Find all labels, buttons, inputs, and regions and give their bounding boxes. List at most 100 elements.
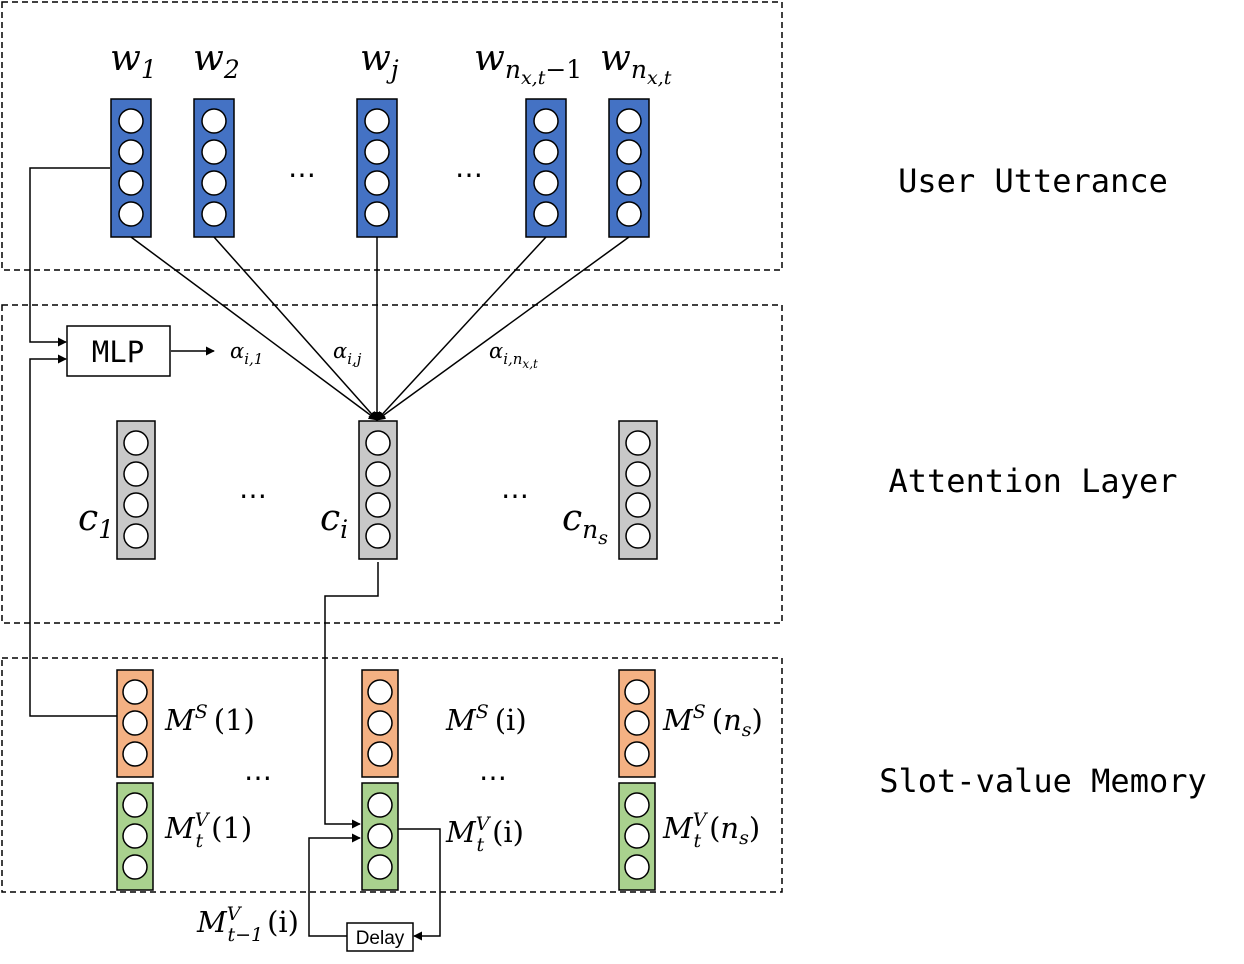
slot-value-vector-i-unit bbox=[367, 792, 393, 818]
word-vector-w1-unit bbox=[118, 108, 144, 134]
delay-box bbox=[346, 922, 414, 952]
word-vector-w1 bbox=[110, 98, 152, 238]
word-vector-w2-unit bbox=[201, 139, 227, 165]
word-vector-wj-unit bbox=[364, 201, 390, 227]
slot-key-to-mlp-edge bbox=[29, 354, 117, 717]
slot-key-label-ns: MS(ns) bbox=[662, 701, 763, 741]
slot-value-vector-ns-unit bbox=[624, 854, 650, 880]
word-vector-wj bbox=[356, 98, 398, 238]
context-label-c1: c1 bbox=[78, 498, 114, 544]
edge-wn bbox=[376, 236, 630, 421]
context-vector-ci bbox=[358, 420, 398, 560]
ellipsis-contexts-1: ⋯ bbox=[239, 479, 267, 512]
attention-layer-frame bbox=[1, 304, 783, 624]
slot-key-vector-ns bbox=[618, 669, 656, 778]
context-to-value-edge bbox=[324, 562, 379, 829]
slot-key-vector-i bbox=[361, 669, 399, 778]
word-vector-w2-unit bbox=[201, 201, 227, 227]
word-vector-wn bbox=[608, 98, 650, 238]
context-vector-cns-unit bbox=[625, 461, 651, 487]
word-vector-w1-unit bbox=[118, 170, 144, 196]
slot-key-vector-ns-unit bbox=[624, 741, 650, 767]
context-vector-c1-unit bbox=[123, 430, 149, 456]
mlp-box bbox=[66, 325, 171, 377]
context-label-ci: ci bbox=[320, 498, 348, 544]
context-vector-ci-unit bbox=[365, 461, 391, 487]
user-utterance-frame bbox=[1, 1, 783, 271]
word-vector-wn-unit bbox=[616, 170, 642, 196]
w1-to-mlp-edge bbox=[29, 167, 110, 347]
word-vector-w2-unit bbox=[201, 108, 227, 134]
word-vector-w1-unit bbox=[118, 201, 144, 227]
slot-key-vector-i-unit bbox=[367, 710, 393, 736]
edge-w1 bbox=[130, 236, 378, 421]
slot-value-vector-1 bbox=[116, 782, 154, 891]
slot-key-vector-1-unit bbox=[122, 679, 148, 705]
slot-value-vector-i bbox=[361, 782, 399, 891]
slot-key-vector-1-unit bbox=[122, 710, 148, 736]
context-vector-cns-unit bbox=[625, 492, 651, 518]
ellipsis-contexts-2: ⋯ bbox=[501, 479, 529, 512]
slot-key-vector-ns-unit bbox=[624, 710, 650, 736]
context-vector-ci-unit bbox=[365, 430, 391, 456]
ellipsis-words-1: ⋯ bbox=[288, 158, 316, 191]
context-vector-ci-unit bbox=[365, 492, 391, 518]
attention-edges bbox=[130, 236, 630, 421]
ellipsis-memory-1: ⋯ bbox=[244, 761, 272, 794]
slot-key-label-i: MS(i) bbox=[445, 701, 527, 737]
delay-label: Delay bbox=[356, 928, 405, 949]
edge-w2 bbox=[213, 236, 378, 421]
slot-value-vector-ns-unit bbox=[624, 792, 650, 818]
alpha-label-i1: αi,1 bbox=[230, 339, 263, 368]
word-label-w2: w2 bbox=[193, 38, 240, 84]
slot-value-memory-title: Slot-value Memory bbox=[879, 762, 1207, 800]
word-label-wn-minus-1: wnx,t−1 bbox=[474, 38, 582, 89]
slot-value-vector-ns bbox=[618, 782, 656, 891]
context-vector-c1-unit bbox=[123, 461, 149, 487]
word-vector-wj-unit bbox=[364, 108, 390, 134]
word-vector-wn-minus-1-unit bbox=[533, 201, 559, 227]
vector-layer bbox=[110, 98, 658, 891]
alpha-label-ij: αi,j bbox=[333, 339, 362, 368]
slot-value-memory-frame bbox=[1, 657, 783, 893]
slot-value-vector-ns-unit bbox=[624, 823, 650, 849]
slot-key-vector-1 bbox=[116, 669, 154, 778]
slot-key-vector-1-unit bbox=[122, 741, 148, 767]
slot-value-vector-1-unit bbox=[122, 792, 148, 818]
word-vector-wn-minus-1 bbox=[525, 98, 567, 238]
context-vector-cns bbox=[618, 420, 658, 560]
word-vector-wn-minus-1-unit bbox=[533, 108, 559, 134]
word-vector-wn-unit bbox=[616, 201, 642, 227]
word-vector-wj-unit bbox=[364, 170, 390, 196]
value-to-delay-edge bbox=[398, 828, 441, 941]
context-vector-ci-unit bbox=[365, 523, 391, 549]
context-vector-cns-unit bbox=[625, 430, 651, 456]
context-vector-c1 bbox=[116, 420, 156, 560]
context-vector-c1-unit bbox=[123, 492, 149, 518]
slot-key-vector-i-unit bbox=[367, 741, 393, 767]
alpha-label-inxt: αi,nx,t bbox=[489, 339, 538, 371]
word-vector-wn-minus-1-unit bbox=[533, 170, 559, 196]
ellipsis-words-2: ⋯ bbox=[455, 158, 483, 191]
word-vector-wn-minus-1-unit bbox=[533, 139, 559, 165]
context-vector-c1-unit bbox=[123, 523, 149, 549]
user-utterance-title: User Utterance bbox=[898, 162, 1168, 200]
word-vector-wj-unit bbox=[364, 139, 390, 165]
slot-key-vector-i-unit bbox=[367, 679, 393, 705]
attention-layer-title: Attention Layer bbox=[889, 462, 1178, 500]
slot-key-label-1: MS(1) bbox=[164, 701, 255, 737]
slot-value-vector-i-unit bbox=[367, 854, 393, 880]
edge-wn-1 bbox=[376, 236, 547, 421]
delay-to-value-edge bbox=[308, 833, 361, 937]
word-vector-w1-unit bbox=[118, 139, 144, 165]
word-vector-wn-unit bbox=[616, 108, 642, 134]
word-label-wn: wnx,t bbox=[600, 38, 672, 89]
mlp-label: MLP bbox=[92, 335, 144, 369]
word-vector-w2-unit bbox=[201, 170, 227, 196]
